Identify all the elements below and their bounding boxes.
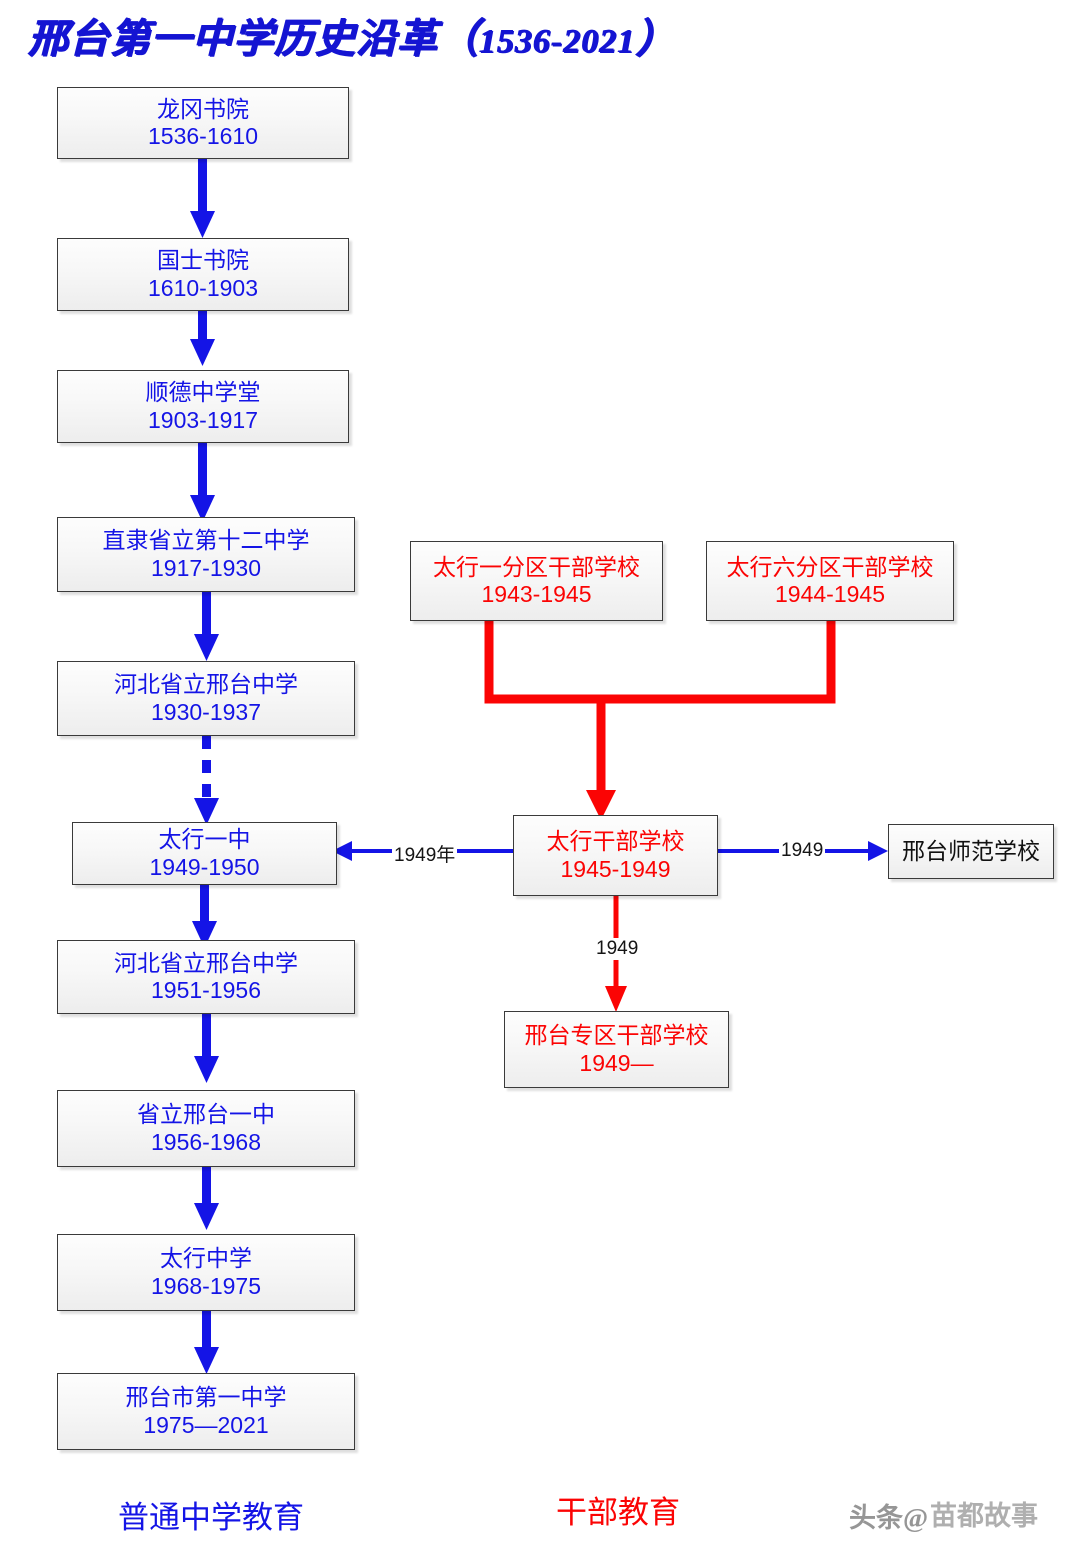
node-longgang-academy[interactable]: 龙冈书院 1536-1610	[57, 87, 349, 159]
watermark-toutiao: 头条@	[849, 1503, 929, 1533]
node-years: 1975—2021	[143, 1411, 269, 1438]
node-name: 龙冈书院	[157, 95, 249, 122]
node-taihang-yizhong[interactable]: 太行一中 1949-1950	[72, 822, 337, 885]
node-years: 1943-1945	[481, 581, 592, 607]
page-title: 邢台第一中学历史沿革（1536-2021）	[28, 6, 676, 64]
node-years: 1945-1949	[560, 855, 671, 882]
node-name: 太行干部学校	[546, 828, 685, 855]
node-taihang-cadre-school[interactable]: 太行干部学校 1945-1949	[513, 815, 718, 896]
node-xingtai-prefecture-cadre-school[interactable]: 邢台专区干部学校 1949—	[504, 1011, 729, 1088]
node-zhili-12th-middle-school[interactable]: 直隶省立第十二中学 1917-1930	[57, 517, 355, 592]
node-name: 太行一分区干部学校	[433, 553, 640, 580]
node-name: 省立邢台一中	[137, 1101, 275, 1128]
node-years: 1949-1950	[149, 853, 260, 880]
edge-label-1949nian: 1949年	[392, 840, 458, 867]
node-taihang-middle-school[interactable]: 太行中学 1968-1975	[57, 1234, 355, 1311]
node-name: 河北省立邢台中学	[114, 949, 298, 976]
node-years: 1951-1956	[151, 977, 261, 1003]
node-provincial-xingtai-no1[interactable]: 省立邢台一中 1956-1968	[57, 1090, 355, 1167]
title-years: 1536-2021	[479, 23, 636, 60]
node-name: 国士书院	[157, 247, 249, 274]
node-years: 1956-1968	[151, 1128, 261, 1155]
node-shunde-middle-school[interactable]: 顺德中学堂 1903-1917	[57, 370, 349, 443]
node-taihang-1st-district-cadre-school[interactable]: 太行一分区干部学校 1943-1945	[410, 541, 663, 621]
edge-label-1949-normal-school: 1949	[779, 840, 826, 862]
node-years: 1949—	[579, 1049, 654, 1076]
node-name: 直隶省立第十二中学	[102, 527, 310, 554]
node-hebei-xingtai-middle-1930[interactable]: 河北省立邢台中学 1930-1937	[57, 661, 355, 736]
node-name: 太行六分区干部学校	[726, 553, 934, 580]
legend-cadre-education: 干部教育	[556, 1495, 680, 1530]
node-name: 邢台师范学校	[902, 837, 1040, 864]
node-years: 1968-1975	[151, 1272, 261, 1299]
node-xingtai-normal-school[interactable]: 邢台师范学校	[888, 824, 1054, 879]
node-xingtai-no1-middle-school[interactable]: 邢台市第一中学 1975—2021	[57, 1373, 355, 1450]
node-taihang-6th-district-cadre-school[interactable]: 太行六分区干部学校 1944-1945	[706, 541, 954, 621]
node-name: 邢台市第一中学	[125, 1384, 287, 1411]
node-years: 1610-1903	[148, 274, 258, 301]
node-name: 太行一中	[158, 826, 251, 853]
node-guoshi-academy[interactable]: 国士书院 1610-1903	[57, 238, 349, 311]
watermark-handle: 苗都故事	[930, 1501, 1038, 1531]
node-hebei-xingtai-middle-1951[interactable]: 河北省立邢台中学 1951-1956	[57, 940, 355, 1014]
dashed-blue-arrow	[194, 736, 219, 825]
node-years: 1903-1917	[148, 406, 258, 433]
node-name: 河北省立邢台中学	[114, 671, 298, 698]
node-name: 太行中学	[160, 1245, 252, 1272]
node-years: 1944-1945	[775, 581, 885, 607]
blue-chain-arrows	[190, 159, 219, 1374]
title-close: ）	[635, 16, 677, 61]
node-years: 1917-1930	[151, 554, 261, 581]
node-name: 邢台专区干部学校	[524, 1022, 709, 1049]
red-branch-connector	[484, 621, 836, 795]
node-years: 1930-1937	[151, 698, 261, 725]
node-years: 1536-1610	[148, 123, 258, 149]
edge-label-1949-prefecture: 1949	[594, 938, 641, 960]
legend-general-education: 普通中学教育	[118, 1500, 304, 1535]
title-main: 邢台第一中学历史沿革（	[28, 16, 479, 61]
node-name: 顺德中学堂	[145, 379, 261, 406]
